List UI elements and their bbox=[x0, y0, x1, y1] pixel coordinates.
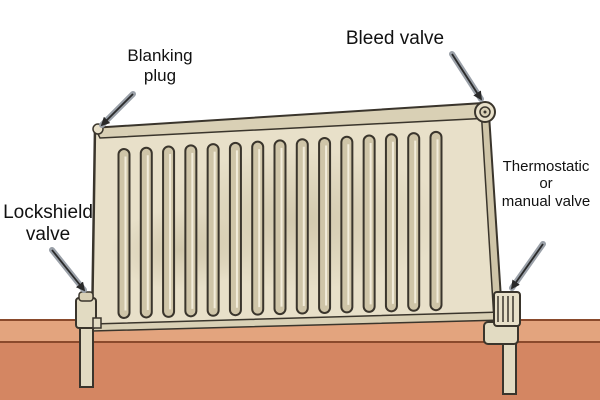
radiator-fin bbox=[184, 144, 198, 318]
label-line: Bleed valve bbox=[345, 28, 445, 49]
label-thermostatic-valve: Thermostatic or manual valve bbox=[492, 158, 600, 210]
label-lockshield-valve: Lockshield valve bbox=[0, 202, 96, 246]
arrow-icon bbox=[49, 51, 546, 293]
radiator-fin bbox=[384, 133, 398, 313]
radiator-fin bbox=[318, 137, 332, 314]
lockshield-connector bbox=[92, 317, 102, 329]
label-line: valve bbox=[25, 223, 71, 245]
label-line: manual valve bbox=[501, 192, 591, 210]
arrow-thermostatic bbox=[510, 243, 544, 290]
radiator-fin bbox=[139, 146, 153, 319]
radiator-fin bbox=[295, 138, 309, 315]
lockshield-valve-icon bbox=[75, 291, 102, 388]
arrow-bleed-valve bbox=[451, 53, 482, 101]
label-line: plug bbox=[143, 65, 177, 85]
radiator-fin bbox=[273, 139, 287, 316]
label-line: or bbox=[539, 175, 553, 193]
radiator-fin bbox=[228, 141, 242, 317]
radiator-fin bbox=[162, 145, 176, 318]
arrow-blanking-plug bbox=[100, 93, 134, 127]
right-pipe bbox=[502, 337, 517, 395]
radiator-fin bbox=[251, 140, 265, 316]
label-line: Lockshield bbox=[3, 202, 93, 223]
lockshield-cap bbox=[78, 291, 94, 302]
label-blanking-plug: Blanking plug bbox=[118, 46, 202, 85]
radiator-fin bbox=[340, 135, 354, 314]
label-bleed-valve: Bleed valve bbox=[330, 28, 460, 50]
radiator-icon bbox=[90, 101, 504, 332]
label-line: Blanking bbox=[127, 46, 193, 65]
skirting-board-bottom bbox=[0, 342, 600, 400]
bleed-valve-centre bbox=[483, 110, 487, 114]
radiator-fin bbox=[362, 134, 376, 313]
arrow-lockshield bbox=[51, 249, 86, 292]
label-line: Thermostatic bbox=[502, 158, 590, 175]
thermostatic-valve-icon bbox=[483, 291, 521, 395]
bleed-valve-icon bbox=[474, 101, 496, 123]
radiator-fins bbox=[117, 130, 443, 319]
radiator-fin bbox=[429, 130, 443, 312]
radiator-fin bbox=[206, 143, 220, 317]
radiator-fin bbox=[407, 132, 421, 312]
radiator-fin bbox=[117, 148, 131, 319]
